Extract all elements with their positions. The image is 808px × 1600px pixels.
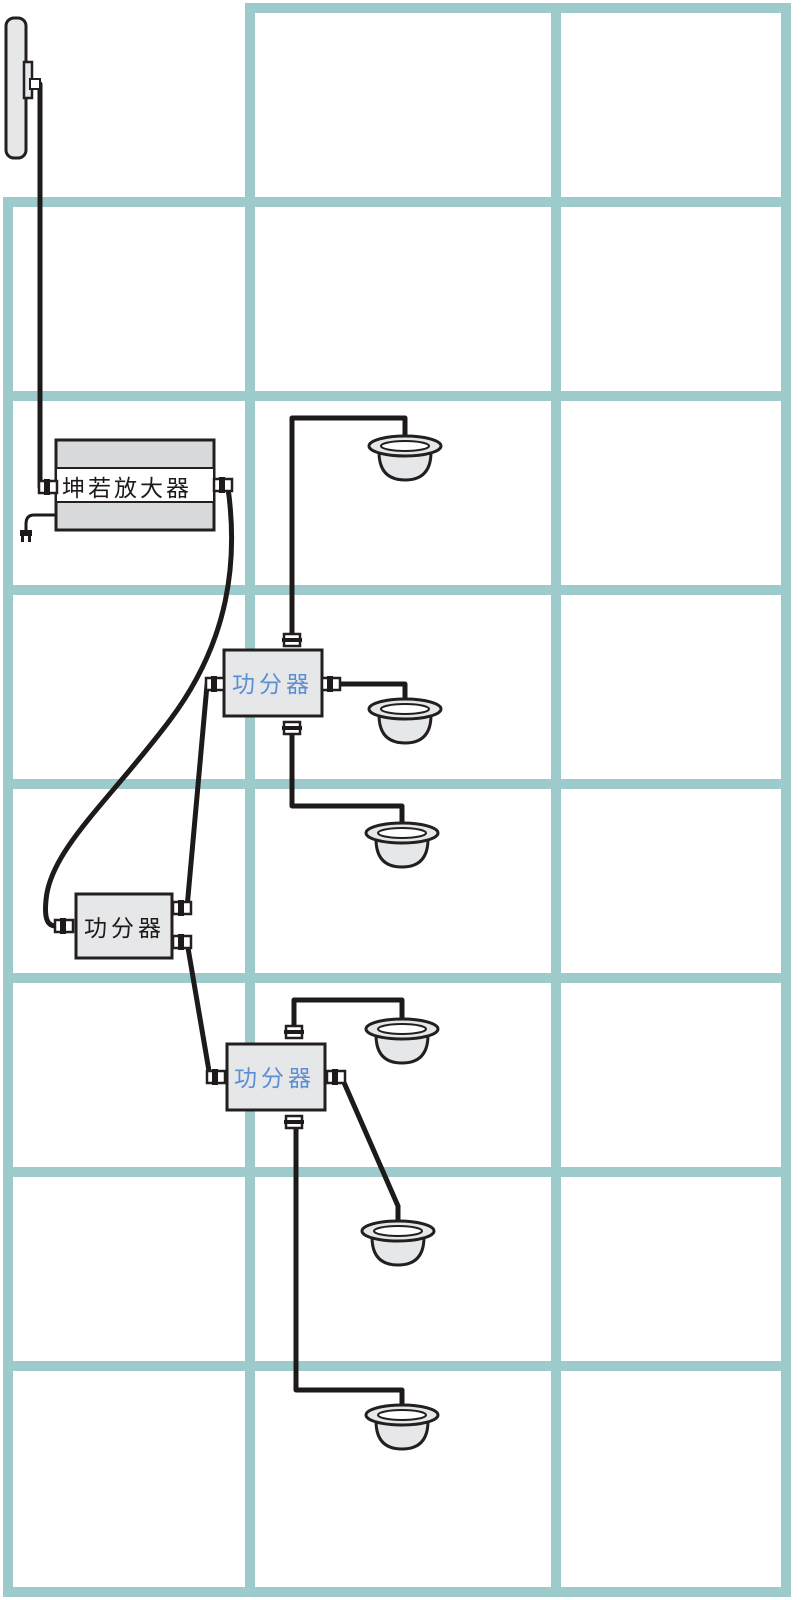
ceiling-antenna-icon [364, 1403, 440, 1451]
cable-amplifier-to-splitter [43, 485, 235, 929]
cable-lower-to-antenna-4 [291, 997, 405, 1031]
splitter-main: 功分器 [53, 892, 193, 960]
ceiling-antenna-icon [367, 434, 443, 482]
cable-splitter-to-lower [184, 939, 218, 1080]
cable-upper-to-antenna-1 [289, 415, 408, 637]
coax-connector-icon [205, 1067, 227, 1087]
ceiling-antenna-icon [360, 1219, 436, 1267]
coax-connector-icon [53, 916, 75, 936]
cable-lower-to-antenna-6 [293, 1125, 405, 1417]
power-cable [24, 513, 58, 536]
coax-connector-icon [282, 1024, 306, 1040]
coax-connector-icon [320, 674, 342, 694]
cable-antenna-to-amplifier [33, 81, 49, 490]
splitter-upper-label: 功分器 [232, 672, 313, 698]
amplifier-label: 坤若放大器 [62, 476, 192, 502]
coax-connector-icon [171, 932, 193, 952]
cable-splitter-to-upper [184, 682, 215, 911]
amplifier: 坤若放大器 [20, 438, 234, 542]
coax-connector-icon [204, 674, 226, 694]
floor-grid [3, 3, 791, 1597]
splitter-main-label: 功分器 [84, 916, 165, 942]
coax-connector-icon [280, 632, 304, 648]
coax-connector-icon [37, 477, 59, 497]
splitter-lower-label: 功分器 [234, 1066, 315, 1092]
cable-lower-to-antenna-5 [339, 1075, 401, 1233]
panel-antenna-icon [4, 16, 41, 160]
splitter-upper: 功分器 [204, 632, 342, 736]
splitter-lower: 功分器 [205, 1024, 347, 1130]
coax-connector-icon [212, 475, 234, 495]
cables [24, 81, 408, 1417]
ceiling-antenna-icon [364, 1017, 440, 1065]
coax-connector-icon [171, 898, 193, 918]
coax-connector-icon [325, 1067, 347, 1087]
ceiling-antenna-icon [367, 697, 443, 745]
power-plug-icon [20, 530, 32, 542]
coax-connector-icon [282, 1114, 306, 1130]
coax-connector-icon [280, 720, 304, 736]
ceiling-antenna-icon [364, 821, 440, 869]
cable-upper-to-antenna-3 [289, 731, 405, 835]
